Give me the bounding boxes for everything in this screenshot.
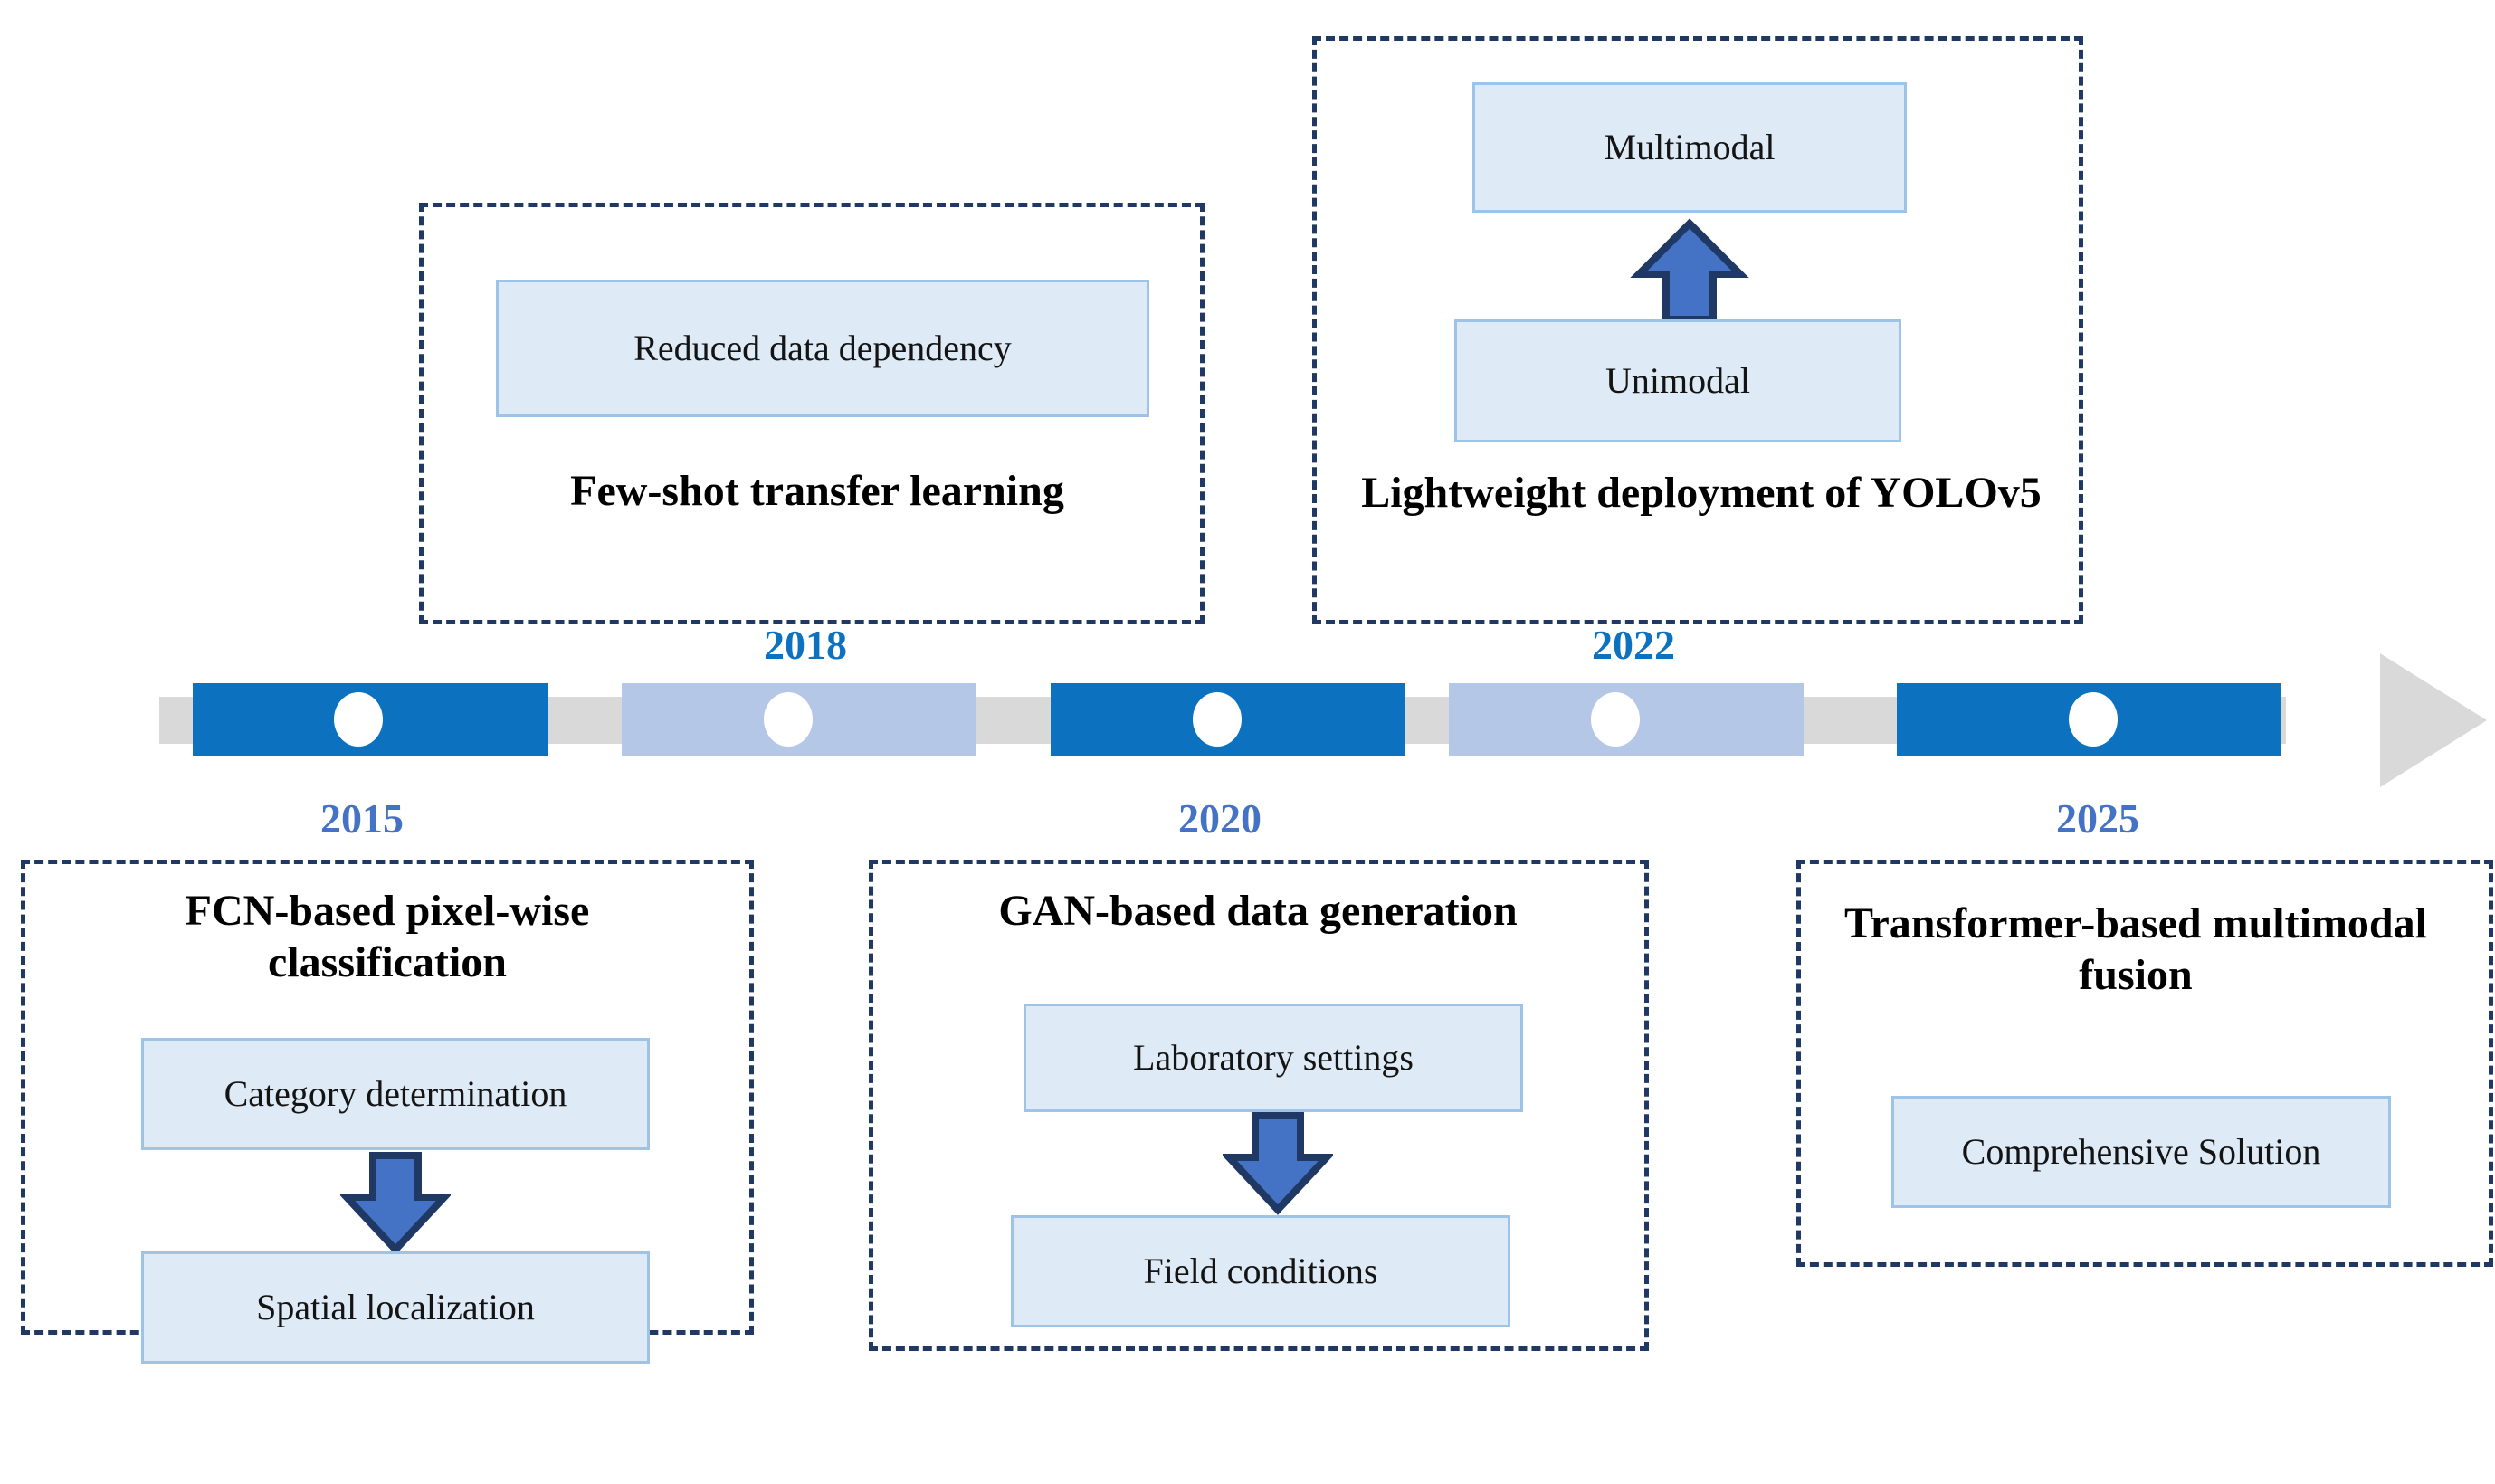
up-arrow-icon (1630, 218, 1749, 323)
year-label-2018: 2018 (764, 622, 847, 668)
step-box-reduced-data-dependency[interactable]: Reduced data dependency (496, 280, 1149, 417)
milestone-title-2015: FCN-based pixel-wise classification (185, 887, 590, 986)
milestone-card-2022: Multimodal Unimodal Lightweight deployme… (1312, 36, 2083, 624)
step-box-category-determination[interactable]: Category determination (141, 1038, 650, 1150)
step-box-multimodal[interactable]: Multimodal (1472, 82, 1907, 213)
timeline-dot-2025 (2069, 692, 2118, 747)
milestone-title-2022: Lightweight deployment of YOLOv5 (1361, 469, 2042, 517)
milestone-title-2025: Transformer-based multimodal fusion (1844, 899, 2427, 999)
step-box-spatial-localization[interactable]: Spatial localization (141, 1251, 650, 1364)
milestone-card-2015: FCN-based pixel-wise classification Cate… (21, 860, 754, 1364)
down-arrow-icon (1223, 1112, 1333, 1215)
timeline-dot-2015 (334, 692, 383, 747)
milestone-card-2025: Transformer-based multimodal fusion Comp… (1796, 860, 2493, 1267)
timeline-dot-2022 (1591, 692, 1640, 747)
step-box-unimodal[interactable]: Unimodal (1454, 319, 1901, 442)
step-box-comprehensive-solution[interactable]: Comprehensive Solution (1891, 1096, 2391, 1208)
down-arrow-icon (340, 1152, 451, 1255)
timeline-dot-2018 (764, 692, 813, 747)
milestone-title-2020: GAN-based data generation (998, 887, 1518, 935)
year-label-2022: 2022 (1592, 622, 1675, 668)
timeline-dot-2020 (1193, 692, 1242, 747)
step-box-laboratory-settings[interactable]: Laboratory settings (1024, 1004, 1523, 1112)
step-box-field-conditions[interactable]: Field conditions (1011, 1215, 1510, 1327)
milestone-title-2018: Few-shot transfer learning (570, 467, 1064, 515)
year-label-2025: 2025 (2056, 795, 2139, 842)
milestone-card-2020: GAN-based data generation Laboratory set… (869, 860, 1649, 1351)
milestone-card-2018: Reduced data dependency Few-shot transfe… (419, 203, 1205, 624)
timeline-arrowhead-icon (2380, 653, 2487, 787)
year-label-2020: 2020 (1178, 795, 1262, 842)
year-label-2015: 2015 (320, 795, 404, 842)
